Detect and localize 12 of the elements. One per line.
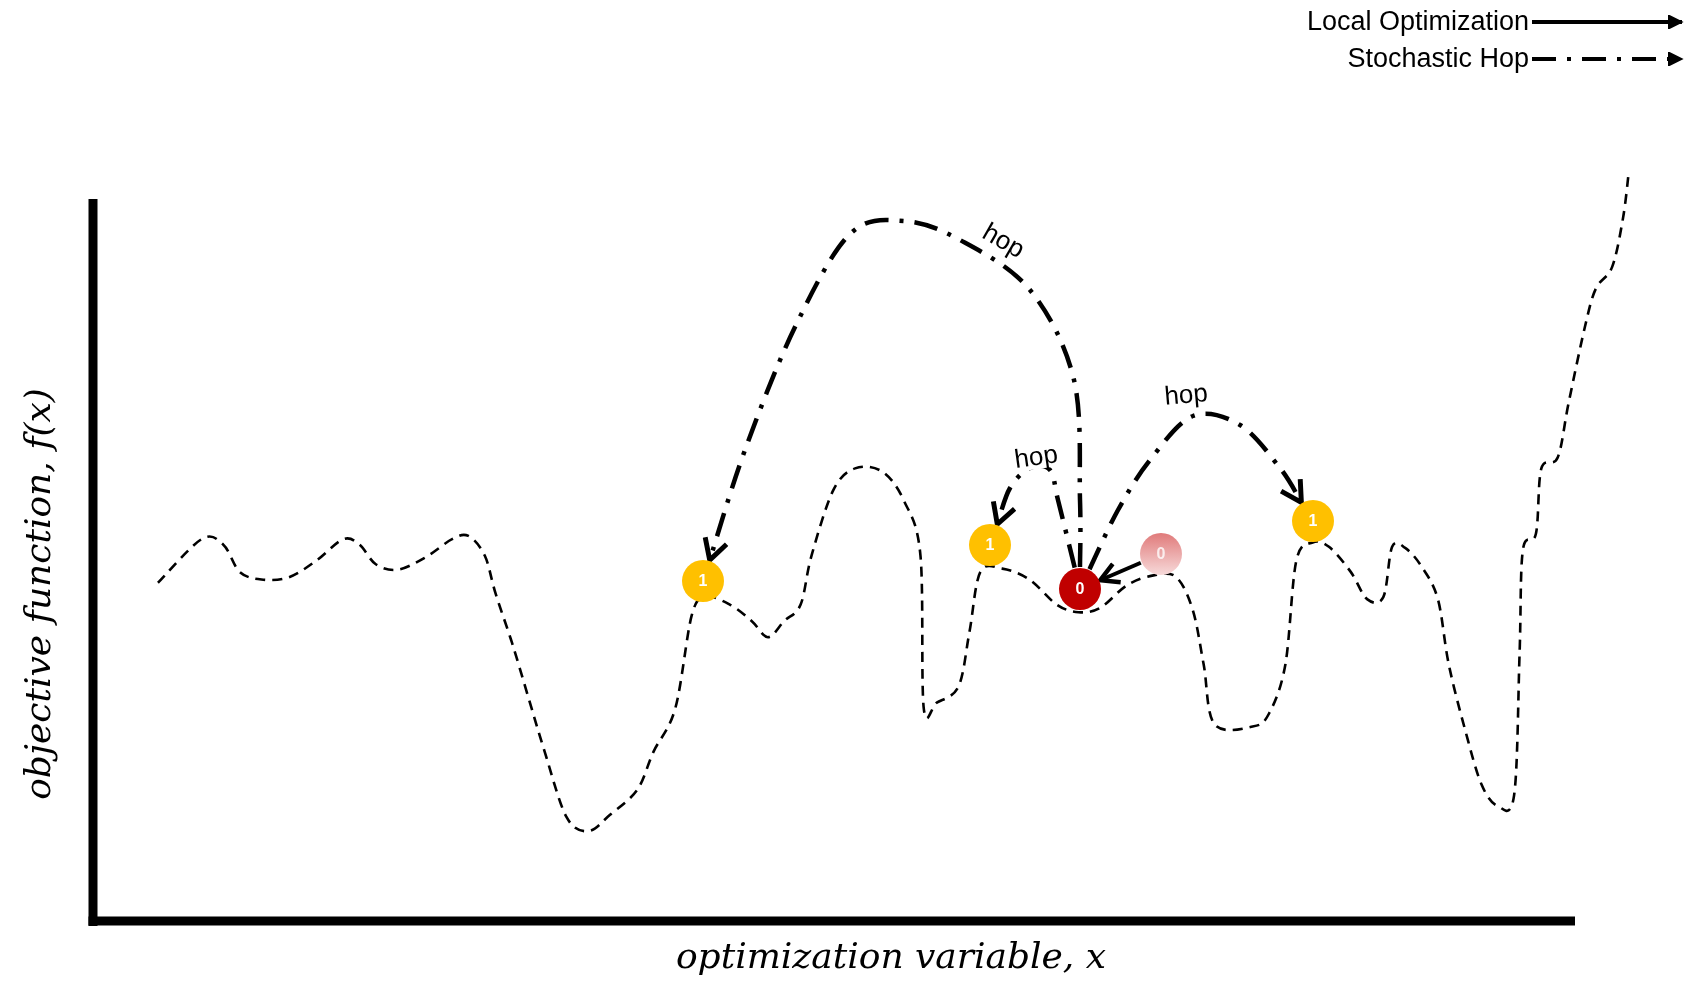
legend-label: Stochastic Hop xyxy=(1347,45,1529,72)
numbered-circle: 1 xyxy=(1292,500,1334,542)
axis-title: objective function, f(x) xyxy=(20,388,56,800)
axis-title: optimization variable, x xyxy=(675,938,1107,974)
arrow xyxy=(702,217,1083,568)
numbered-circle: 1 xyxy=(969,524,1011,566)
numbered-circle: 0 xyxy=(1059,568,1101,610)
arrow xyxy=(1098,560,1142,585)
arrow xyxy=(1087,411,1304,571)
numbered-circle: 0 xyxy=(1140,533,1182,575)
numbered-circle: 1 xyxy=(682,560,724,602)
legend-label: Local Optimization xyxy=(1306,8,1529,35)
